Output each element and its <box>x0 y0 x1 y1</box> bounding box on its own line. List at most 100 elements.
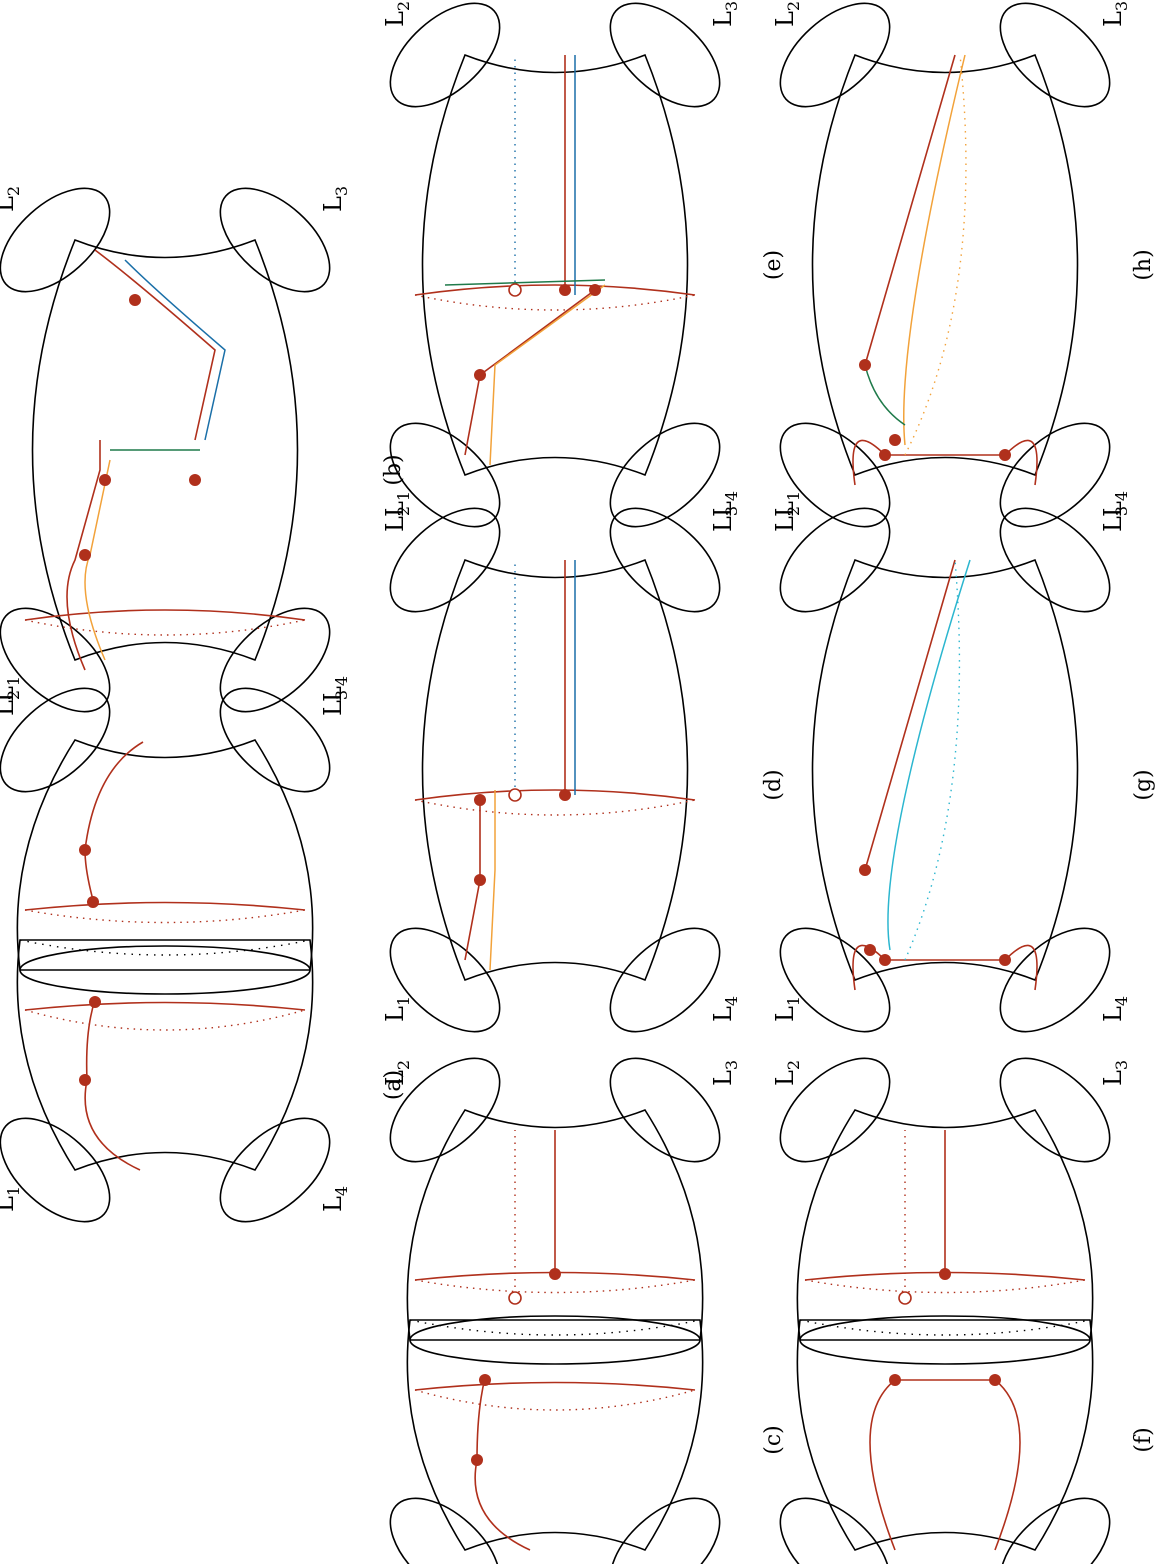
open-point <box>509 284 521 296</box>
intersection-point <box>889 434 901 446</box>
red-arc <box>475 1460 530 1550</box>
intersection-point <box>474 794 486 806</box>
label-l2: L2 <box>771 1060 803 1086</box>
panel-c-upper: L2 L3 <box>372 1039 741 1364</box>
intersection-point <box>474 369 486 381</box>
label-l4: L4 <box>709 996 741 1022</box>
label-l4: L4 <box>1099 996 1131 1022</box>
red-diag <box>865 55 955 365</box>
label-l4: L4 <box>319 676 351 702</box>
red-arc-1 <box>870 1380 895 1550</box>
green-link <box>865 365 905 425</box>
caption-e: (e) <box>761 250 786 280</box>
label-l1: L1 <box>771 491 803 517</box>
pants-body <box>407 1320 702 1550</box>
orange-path <box>490 285 605 465</box>
label-l1: L1 <box>381 996 413 1022</box>
pants-body <box>17 940 312 1170</box>
caption-c: (c) <box>761 1425 786 1455</box>
intersection-point <box>999 449 1011 461</box>
label-l3: L3 <box>1099 1060 1131 1086</box>
green-path <box>445 280 605 285</box>
boundary-l1 <box>0 1099 128 1241</box>
intersection-point <box>471 1454 483 1466</box>
panel-c-lower: L1L4 <box>372 1320 741 1564</box>
label-l3: L3 <box>709 1060 741 1086</box>
boundary-l1 <box>372 909 518 1051</box>
boundary-l1 <box>372 1479 518 1564</box>
label-l1: L1 <box>771 996 803 1022</box>
boundary-l3 <box>592 1039 738 1181</box>
red-belt <box>25 1003 305 1011</box>
intersection-point <box>79 1074 91 1086</box>
intersection-point <box>879 449 891 461</box>
red-belt-hidden <box>25 620 305 635</box>
intersection-point <box>474 874 486 886</box>
red-link <box>85 850 93 900</box>
red-belt-hidden <box>25 1010 305 1030</box>
sphere-body <box>423 560 688 980</box>
caption-b: (b) <box>381 454 406 485</box>
boundary-l1 <box>762 1479 908 1564</box>
intersection-point <box>99 474 111 486</box>
intersection-point <box>989 1374 1001 1386</box>
boundary-l3 <box>982 1039 1128 1181</box>
intersection-point <box>79 549 91 561</box>
panel-b: L1 L2 L3L4 <box>372 0 741 546</box>
label-l4: L4 <box>709 491 741 517</box>
red-path-2 <box>95 250 215 440</box>
panel-a-upper: L2L3 <box>0 669 351 994</box>
sphere-body <box>813 55 1078 475</box>
intersection-point <box>889 1374 901 1386</box>
intersection-point <box>864 944 876 956</box>
red-belt <box>25 610 305 620</box>
label-l2: L2 <box>0 186 23 212</box>
intersection-point <box>859 864 871 876</box>
boundary-l4 <box>982 1479 1128 1564</box>
label-l2: L2 <box>771 1 803 27</box>
caption-d: (d) <box>761 769 786 800</box>
intersection-point <box>129 294 141 306</box>
red-belt <box>25 903 305 911</box>
boundary-l4 <box>202 1099 348 1241</box>
red-link <box>87 1000 95 1080</box>
intersection-point <box>559 284 571 296</box>
red-arc <box>85 1080 140 1170</box>
label-l2: L2 <box>381 1060 413 1086</box>
orange-path <box>490 790 495 970</box>
orange-diag <box>904 55 965 445</box>
intersection-point <box>939 1268 951 1280</box>
label-l4: L4 <box>1099 491 1131 517</box>
red-belt-hidden <box>25 910 305 923</box>
label-l3: L3 <box>709 1 741 27</box>
label-l1: L1 <box>381 491 413 517</box>
intersection-point <box>89 996 101 1008</box>
label-l2: L2 <box>381 1 413 27</box>
pants-body <box>797 1320 1092 1550</box>
label-l4: L4 <box>319 1186 351 1212</box>
red-arc-2 <box>995 1380 1020 1550</box>
label-l1: L1 <box>0 1186 23 1212</box>
boundary-l3 <box>202 169 348 311</box>
panel-d: L1L2L3L4 <box>372 489 741 1051</box>
red-belt <box>415 285 695 295</box>
red-belt-hidden <box>415 1390 695 1410</box>
orange-hidden <box>905 55 966 455</box>
caption-h: (h) <box>1131 249 1156 280</box>
intersection-point <box>189 474 201 486</box>
boundary-l1 <box>762 909 908 1051</box>
boundary-l4 <box>592 1479 738 1564</box>
cyan-diag <box>888 560 970 950</box>
intersection-point <box>859 359 871 371</box>
label-l3: L3 <box>319 186 351 212</box>
boundary-l1 <box>0 589 128 731</box>
intersection-point <box>549 1268 561 1280</box>
red-arc <box>85 742 143 850</box>
open-point <box>509 1292 521 1304</box>
red-belt-hidden <box>415 1280 695 1293</box>
intersection-point <box>999 954 1011 966</box>
